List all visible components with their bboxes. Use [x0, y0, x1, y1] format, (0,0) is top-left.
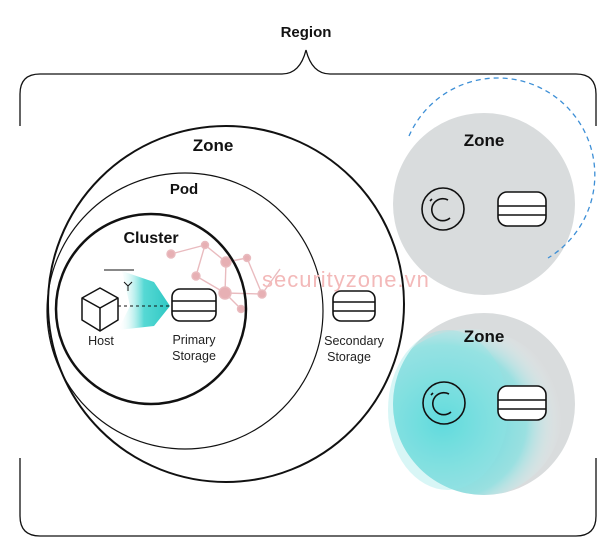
zone-bottom-compute-icon: [422, 381, 466, 425]
pod-label: Pod: [170, 181, 198, 198]
host-cube-icon: [81, 287, 119, 332]
zone-bottom-label: Zone: [464, 327, 505, 346]
zone-bottom: Zone: [388, 313, 575, 495]
region-frame: [19, 49, 597, 537]
host-label: Host: [88, 334, 114, 348]
host-glow: [118, 271, 170, 330]
network-graphic: [166, 240, 281, 314]
zone-label-main: Zone: [193, 136, 234, 155]
pod-circle: [46, 172, 324, 450]
zone-bottom-storage-icon: [497, 385, 547, 421]
zone-top-storage-icon: [497, 191, 547, 227]
zone-top-dashed-arc: [408, 77, 596, 259]
zone-circle-main: [47, 125, 405, 483]
cluster-label: Cluster: [123, 230, 178, 247]
zone-top: Zone: [393, 77, 596, 295]
primary-storage-label: Primary: [172, 333, 216, 347]
connector-icon: [104, 269, 134, 291]
primary-storage-icon: [171, 288, 217, 322]
zone-top-label: Zone: [464, 131, 505, 150]
region-title: Region: [281, 24, 332, 41]
secondary-storage-label-2: Storage: [327, 350, 371, 364]
zone-top-compute-icon: [421, 187, 465, 231]
secondary-storage-icon: [332, 290, 376, 322]
watermark: securityzone.vn: [262, 267, 430, 292]
secondary-storage-label: Secondary: [324, 334, 385, 348]
cluster-circle: [54, 212, 248, 406]
primary-storage-label-2: Storage: [172, 349, 216, 363]
